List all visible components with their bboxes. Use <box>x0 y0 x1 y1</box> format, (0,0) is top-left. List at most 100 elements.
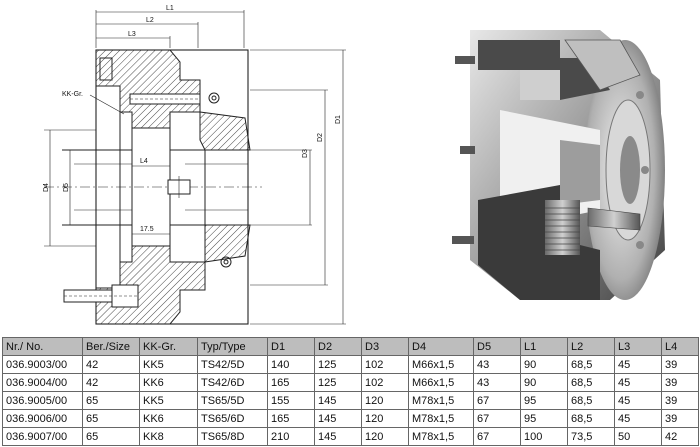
table-header-row: Nr./ No. Ber./Size KK-Gr. Typ/Type D1 D2… <box>2 337 699 356</box>
table-cell: 102 <box>361 355 409 374</box>
table-cell: 036.9003/00 <box>2 355 83 374</box>
label-l4: L4 <box>140 158 148 165</box>
table-cell: 65 <box>82 391 140 410</box>
table-cell: KK5 <box>139 355 198 374</box>
table-row: 036.9005/00 65 KK5 TS65/5D 155 145 120 M… <box>2 391 699 410</box>
table-cell: 145 <box>314 427 362 446</box>
col-header: D4 <box>408 337 474 356</box>
table-cell: TS65/8D <box>197 427 268 446</box>
spec-table: Nr./ No. Ber./Size KK-Gr. Typ/Type D1 D2… <box>2 337 699 446</box>
table-cell: 210 <box>267 427 315 446</box>
table-cell: 39 <box>661 391 699 410</box>
table-cell: M78x1,5 <box>408 409 474 428</box>
table-cell: TS42/5D <box>197 355 268 374</box>
table-cell: 39 <box>661 355 699 374</box>
table-row: 036.9006/00 65 KK6 TS65/6D 165 145 120 M… <box>2 409 699 428</box>
table-cell: TS42/6D <box>197 373 268 392</box>
table-cell: 95 <box>520 391 568 410</box>
table-cell: 95 <box>520 409 568 428</box>
dimension-labels: L1 L2 L3 L4 17.5 KK-Gr. D4 D5 D3 D2 D1 <box>43 5 342 233</box>
table-cell: KK8 <box>139 427 198 446</box>
label-dim175: 17.5 <box>140 226 154 233</box>
table-cell: 39 <box>661 373 699 392</box>
col-header: D5 <box>473 337 521 356</box>
table-cell: 120 <box>361 391 409 410</box>
table-row: 036.9004/00 42 KK6 TS42/6D 165 125 102 M… <box>2 373 699 392</box>
table-cell: M66x1,5 <box>408 373 474 392</box>
table-cell: 145 <box>314 391 362 410</box>
chuck-3d-render <box>452 30 665 300</box>
table-cell: 036.9004/00 <box>2 373 83 392</box>
label-d5: D5 <box>63 183 70 192</box>
table-cell: 65 <box>82 409 140 428</box>
table-cell: 67 <box>473 409 521 428</box>
label-d2: D2 <box>317 133 324 142</box>
table-cell: 68,5 <box>567 409 615 428</box>
label-l3: L3 <box>128 31 136 38</box>
col-header: L1 <box>520 337 568 356</box>
col-header: D1 <box>267 337 315 356</box>
label-d1: D1 <box>335 115 342 124</box>
table-cell: 165 <box>267 409 315 428</box>
table-cell: 42 <box>661 427 699 446</box>
table-cell: 45 <box>614 391 662 410</box>
table-cell: 145 <box>314 409 362 428</box>
col-header: KK-Gr. <box>139 337 198 356</box>
table-cell: 036.9006/00 <box>2 409 83 428</box>
col-header: Nr./ No. <box>2 337 83 356</box>
table-cell: 90 <box>520 355 568 374</box>
table-cell: 45 <box>614 373 662 392</box>
table-cell: 67 <box>473 391 521 410</box>
table-cell: 102 <box>361 373 409 392</box>
table-cell: 125 <box>314 373 362 392</box>
col-header: Typ/Type <box>197 337 268 356</box>
table-cell: 45 <box>614 409 662 428</box>
table-cell: 140 <box>267 355 315 374</box>
table-cell: 50 <box>614 427 662 446</box>
label-d3: D3 <box>302 149 309 158</box>
table-cell: 73,5 <box>567 427 615 446</box>
table-cell: 120 <box>361 409 409 428</box>
section-drawing <box>44 49 262 325</box>
table-cell: 67 <box>473 427 521 446</box>
table-cell: 036.9007/00 <box>2 427 83 446</box>
table-cell: 68,5 <box>567 373 615 392</box>
table-row: 036.9003/00 42 KK5 TS42/5D 140 125 102 M… <box>2 355 699 374</box>
col-header: L4 <box>661 337 699 356</box>
table-cell: 120 <box>361 427 409 446</box>
col-header: D3 <box>361 337 409 356</box>
label-kk: KK-Gr. <box>62 91 83 98</box>
table-cell: 39 <box>661 409 699 428</box>
col-header: Ber./Size <box>82 337 140 356</box>
table-cell: KK6 <box>139 373 198 392</box>
col-header: L2 <box>567 337 615 356</box>
table-cell: 68,5 <box>567 391 615 410</box>
table-cell: 125 <box>314 355 362 374</box>
col-header: L3 <box>614 337 662 356</box>
table-cell: 100 <box>520 427 568 446</box>
table-cell: KK6 <box>139 409 198 428</box>
dimension-lines <box>44 10 346 325</box>
table-cell: 42 <box>82 373 140 392</box>
table-cell: TS65/5D <box>197 391 268 410</box>
table-cell: TS65/6D <box>197 409 268 428</box>
table-cell: M78x1,5 <box>408 391 474 410</box>
table-cell: 165 <box>267 373 315 392</box>
table-cell: M66x1,5 <box>408 355 474 374</box>
label-d4: D4 <box>43 183 50 192</box>
table-cell: 45 <box>614 355 662 374</box>
label-l2: L2 <box>146 17 154 24</box>
col-header: D2 <box>314 337 362 356</box>
table-cell: KK5 <box>139 391 198 410</box>
table-cell: 43 <box>473 373 521 392</box>
table-cell: M78x1,5 <box>408 427 474 446</box>
label-l1: L1 <box>166 5 174 12</box>
table-cell: 42 <box>82 355 140 374</box>
table-row: 036.9007/00 65 KK8 TS65/8D 210 145 120 M… <box>2 427 699 446</box>
table-cell: 43 <box>473 355 521 374</box>
table-cell: 65 <box>82 427 140 446</box>
technical-figure: L1 L2 L3 L4 17.5 KK-Gr. D4 D5 D3 D2 D1 <box>43 5 665 325</box>
table-cell: 68,5 <box>567 355 615 374</box>
table-cell: 036.9005/00 <box>2 391 83 410</box>
table-cell: 90 <box>520 373 568 392</box>
